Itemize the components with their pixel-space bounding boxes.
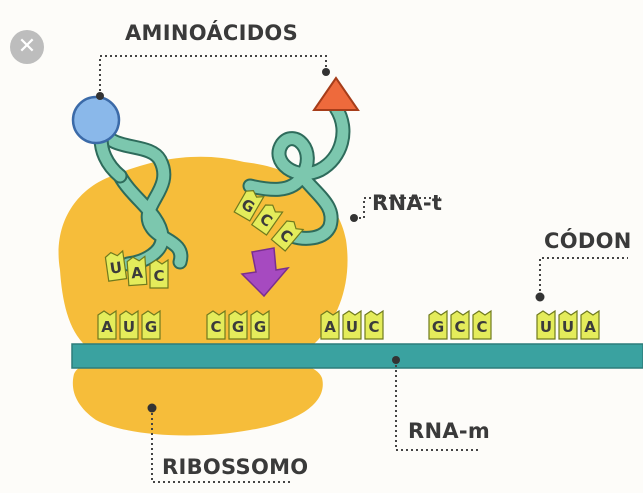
codon-5-base-3: A xyxy=(581,311,599,339)
codon-5-base-3-letter: A xyxy=(584,318,596,336)
codon-4-base-1-letter: G xyxy=(432,318,444,336)
codon-1-base-1-letter: A xyxy=(101,318,113,336)
close-icon: ✕ xyxy=(18,36,36,58)
codon-4-base-2-letter: C xyxy=(454,318,465,336)
label-codon: CÓDON xyxy=(544,228,632,253)
codon-2-base-2: G xyxy=(229,311,247,339)
codon-2-base-2-letter: G xyxy=(232,318,244,336)
codon-4-base-2: C xyxy=(451,311,469,339)
codon-2-base-3-letter: G xyxy=(254,318,266,336)
close-button[interactable]: ✕ xyxy=(10,30,44,64)
anticodon-left-base-1: U xyxy=(105,251,127,281)
label-rna-m: RNA-m xyxy=(408,419,490,443)
label-ribossomo: RIBOSSOMO xyxy=(162,455,308,479)
codon-1-base-3: G xyxy=(142,311,160,339)
codon-3-base-3: C xyxy=(365,311,383,339)
codon-3-base-1: A xyxy=(321,311,339,339)
aminoacid-circle xyxy=(73,97,119,143)
label-rna-t: RNA-t xyxy=(372,191,442,215)
leader-codon xyxy=(540,258,628,296)
codon-5-base-1-letter: U xyxy=(540,318,552,336)
anticodon-left-base-3-letter: C xyxy=(153,267,164,285)
leader-aminoacidos xyxy=(100,56,326,96)
codon-1-base-2: U xyxy=(120,311,138,339)
codon-3-base-1-letter: A xyxy=(324,318,336,336)
codon-1-base-2-letter: U xyxy=(123,318,135,336)
anticodon-left-base-3: C xyxy=(150,260,168,288)
anticodon-left-base-2-letter: A xyxy=(131,264,144,283)
anticodon-left-base-2: A xyxy=(127,256,147,285)
codon-1-base-1: A xyxy=(98,311,116,339)
codon-2-base-3: G xyxy=(251,311,269,339)
codon-3-base-3-letter: C xyxy=(368,318,379,336)
ribosome xyxy=(59,157,348,436)
label-aminoacidos: AMINOÁCIDOS xyxy=(125,20,298,45)
codon-2-base-1-letter: C xyxy=(210,318,221,336)
codon-5-base-1: U xyxy=(537,311,555,339)
codon-3-base-2: U xyxy=(343,311,361,339)
codon-4-base-1: G xyxy=(429,311,447,339)
mrna-strand xyxy=(72,344,643,368)
anticodon-left-base-1-letter: U xyxy=(109,258,124,278)
codon-4-base-3-letter: C xyxy=(476,318,487,336)
codon-3-base-2-letter: U xyxy=(346,318,358,336)
aminoacid-triangle xyxy=(314,78,358,110)
codon-5-base-2: U xyxy=(559,311,577,339)
codon-2-base-1: C xyxy=(207,311,225,339)
codon-4-base-3: C xyxy=(473,311,491,339)
codon-5-base-2-letter: U xyxy=(562,318,574,336)
codon-1-base-3-letter: G xyxy=(145,318,157,336)
